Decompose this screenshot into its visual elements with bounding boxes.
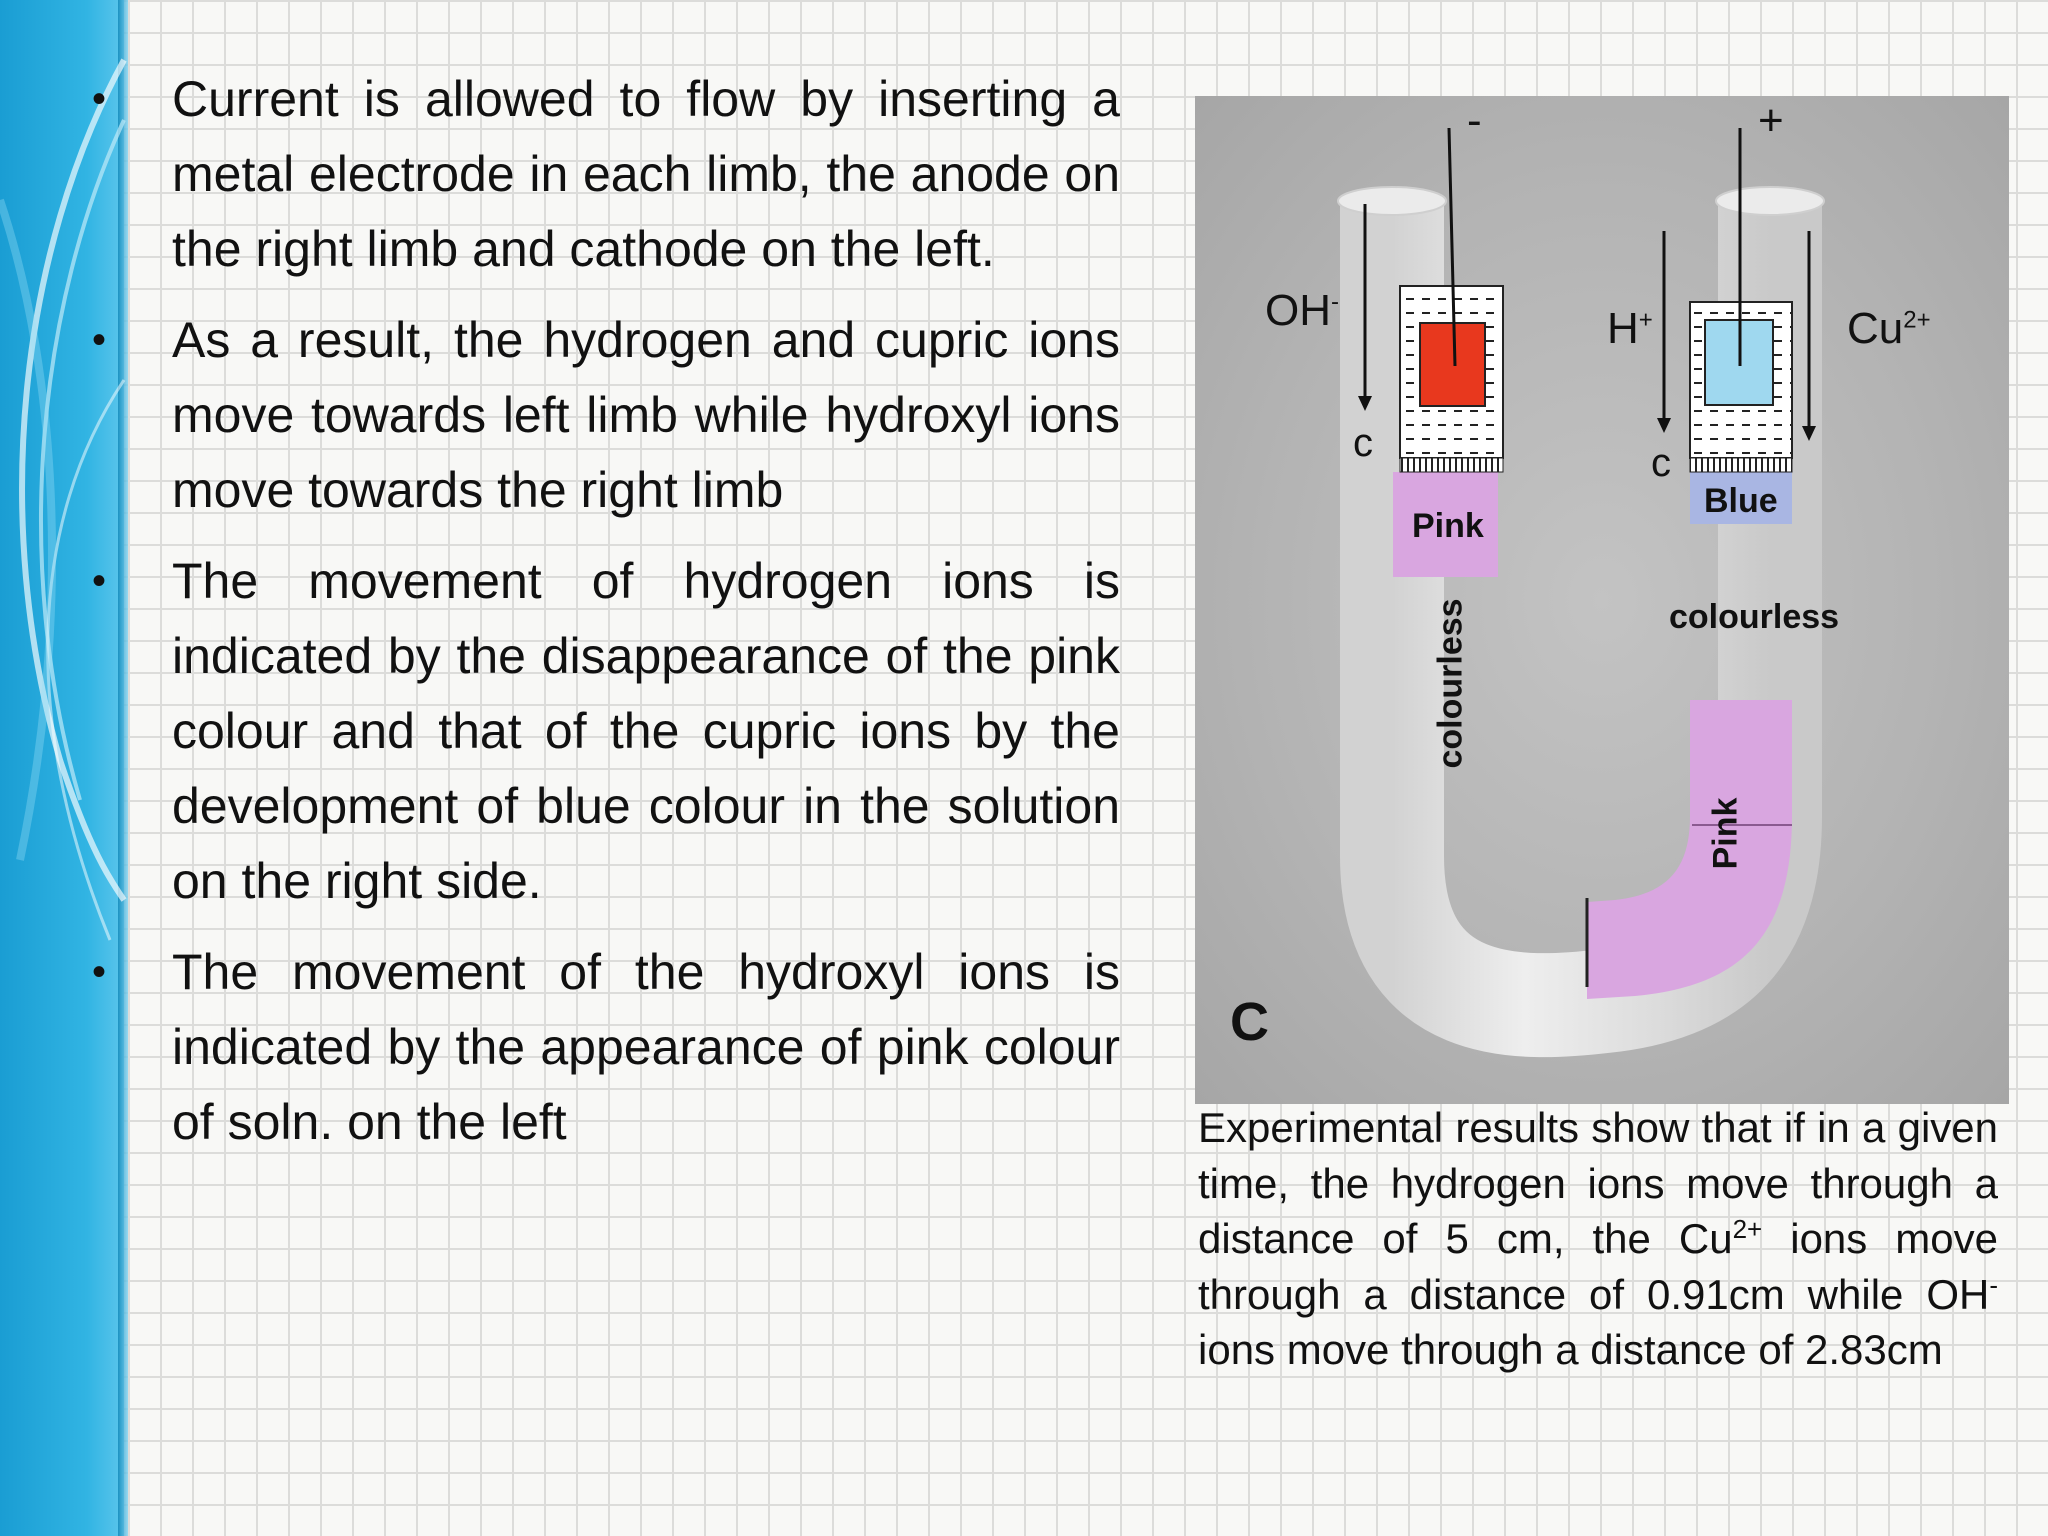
caption-text-3: ions move through a distance of 2.83cm [1198, 1326, 1943, 1373]
left-porous-plug [1399, 457, 1504, 473]
bullet-item: • The movement of the hydroxyl ions is i… [80, 935, 1120, 1160]
bullet-text: As a result, the hydrogen and cupric ion… [172, 312, 1120, 518]
oh-ion-label: OH- [1265, 286, 1339, 335]
c-label-left: c [1353, 421, 1373, 465]
cu-arrow [1802, 231, 1816, 441]
plus-sign: + [1758, 96, 1784, 145]
bullet-dot: • [92, 950, 107, 994]
minus-sign: - [1467, 96, 1482, 145]
cu-ion-label: Cu2+ [1847, 304, 1931, 353]
oh-arrow [1358, 204, 1372, 411]
pink-zone-left [1393, 472, 1498, 577]
colourless-label-left: colourless [1431, 598, 1470, 769]
bullet-item: • As a result, the hydrogen and cupric i… [80, 303, 1120, 528]
pink-label-top: Pink [1412, 507, 1484, 545]
u-tube-figure: - + OH- H+ Cu2+ c c Pink Blue colourless… [1195, 96, 2009, 1104]
bullet-dot: • [92, 318, 107, 362]
h-ion-label: H+ [1607, 304, 1653, 353]
bullet-item: • Current is allowed to flow by insertin… [80, 62, 1120, 287]
bullet-text: Current is allowed to flow by inserting … [172, 71, 1120, 277]
blue-zone [1690, 472, 1792, 524]
bullet-dot: • [92, 559, 107, 603]
right-porous-plug [1689, 457, 1793, 473]
bullet-text: The movement of hydrogen ions is indicat… [172, 553, 1120, 909]
cathode-wire [1447, 127, 1457, 367]
pink-zone-bend [1587, 700, 1792, 999]
caption-text-1: Experimental results show that if in a g… [1198, 1104, 1998, 1262]
h-arrow [1657, 231, 1671, 433]
caption-text-2: ions move through a distance of 0.91cm w… [1198, 1215, 1998, 1318]
u-tube-drawing [1337, 127, 1825, 1058]
bullet-list: • Current is allowed to flow by insertin… [80, 62, 1120, 1176]
colourless-label-right: colourless [1669, 598, 1840, 636]
c-label-right: c [1651, 441, 1671, 485]
decorative-side-band [0, 0, 128, 1536]
caption-charge-2: - [1989, 1269, 1998, 1300]
bullet-text: The movement of the hydroxyl ions is ind… [172, 944, 1120, 1150]
bullet-item: • The movement of hydrogen ions is indic… [80, 544, 1120, 919]
caption-charge-1: 2+ [1732, 1214, 1763, 1244]
figure-caption: Experimental results show that if in a g… [1198, 1100, 1998, 1378]
pink-label-bend: Pink [1706, 797, 1745, 870]
cathode-plate [1419, 322, 1486, 407]
panel-letter: C [1230, 992, 1269, 1052]
bullet-dot: • [92, 77, 107, 121]
blue-label: Blue [1704, 482, 1778, 520]
